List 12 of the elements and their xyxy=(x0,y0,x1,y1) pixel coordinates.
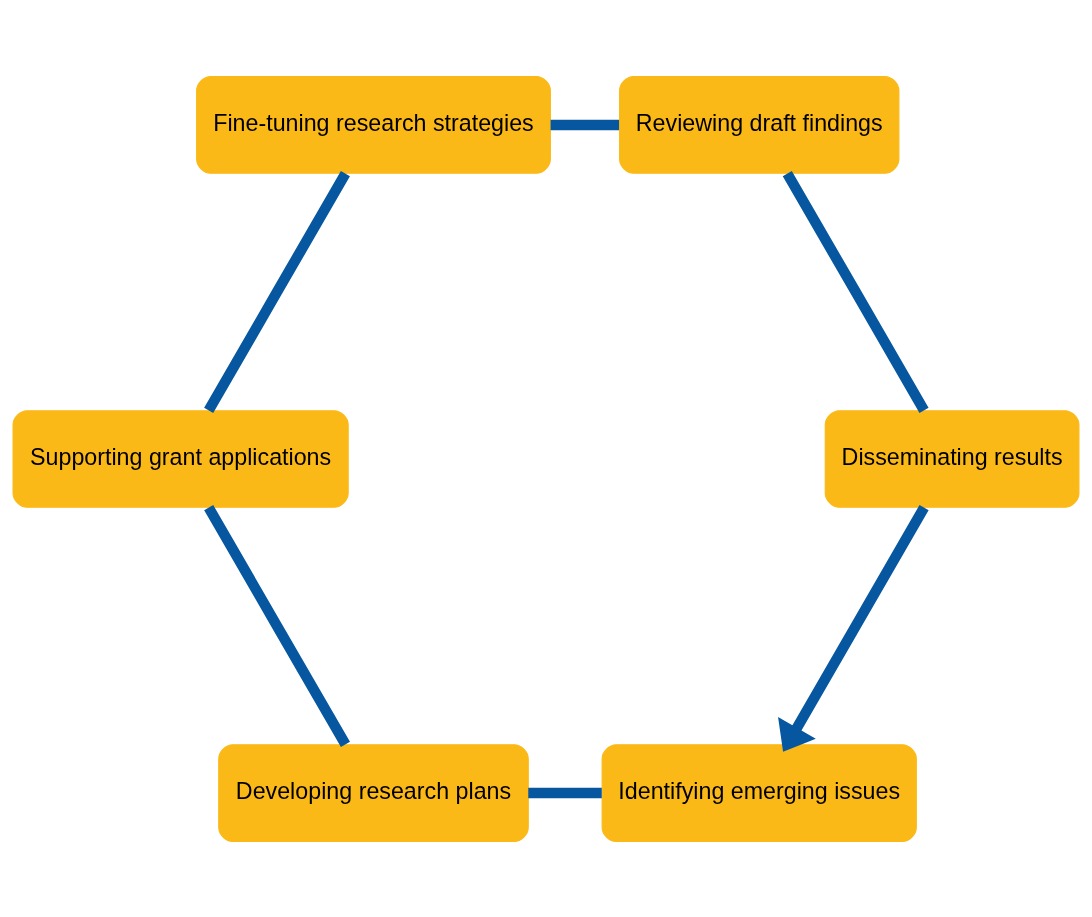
node-box: Developing research plans xyxy=(218,743,529,842)
node-box: Identifying emerging issues xyxy=(601,743,917,842)
connector xyxy=(528,787,602,798)
node-box: Supporting grant applications xyxy=(12,409,349,508)
node-box: Disseminating results xyxy=(824,409,1080,508)
arrow xyxy=(778,504,929,752)
connector xyxy=(782,170,929,413)
node-box: Reviewing draft findings xyxy=(619,75,900,174)
connector xyxy=(550,119,620,130)
connector xyxy=(204,504,350,747)
node-box: Fine-tuning research strategies xyxy=(196,75,551,174)
connector xyxy=(204,170,350,413)
